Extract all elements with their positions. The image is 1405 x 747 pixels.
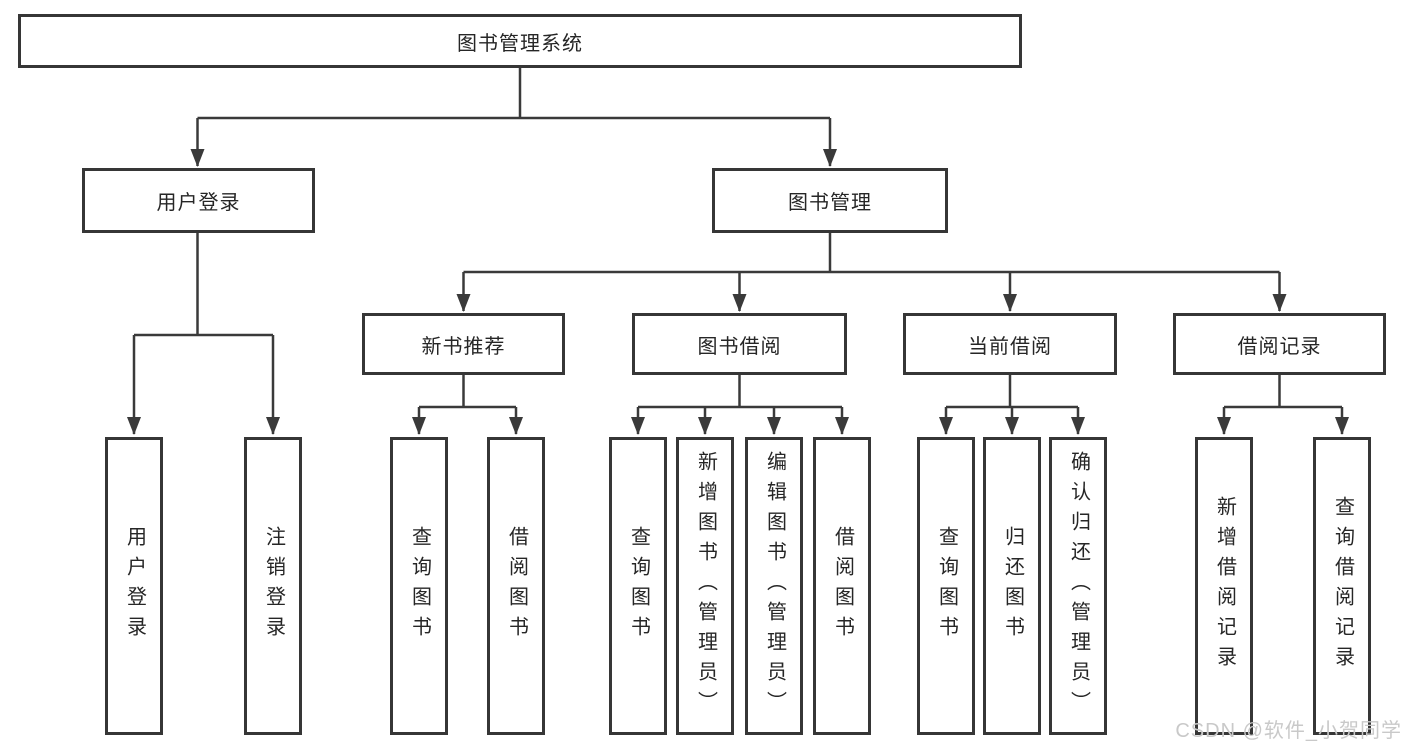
csdn-watermark: CSDN @软件_小贺同学	[1175, 720, 1402, 742]
node-current-borrow: 当前借阅	[903, 313, 1117, 375]
connector-borrow-to-leaves	[631, 375, 849, 435]
leaf-label: 注销登录	[262, 526, 285, 646]
leaf-label: 归还图书	[1001, 526, 1024, 646]
leaf-label: 查询图书	[408, 526, 431, 646]
connector-login-to-leaves	[127, 233, 280, 435]
leaf-borrow-books-recommend: 借阅图书	[487, 437, 545, 735]
leaf-label: 确认归还（管理员）	[1067, 451, 1090, 721]
node-new-book-recommend: 新书推荐	[362, 313, 565, 375]
leaf-label: 新增借阅记录	[1213, 496, 1236, 676]
node-book-management: 图书管理	[712, 168, 948, 233]
leaf-user-login: 用户登录	[105, 437, 163, 735]
connector-management-to-level3	[456, 233, 1287, 312]
leaf-label: 编辑图书（管理员）	[763, 451, 786, 721]
leaf-label: 用户登录	[123, 526, 146, 646]
leaf-label: 借阅图书	[831, 526, 854, 646]
node-root-library-system: 图书管理系统	[18, 14, 1022, 68]
leaf-edit-books-admin: 编辑图书（管理员）	[745, 437, 803, 735]
leaf-logout: 注销登录	[244, 437, 302, 735]
leaf-query-borrow-record: 查询借阅记录	[1313, 437, 1371, 735]
leaf-borrow-books: 借阅图书	[813, 437, 871, 735]
connector-recommend-to-leaves	[412, 375, 523, 435]
leaf-label: 查询图书	[627, 526, 650, 646]
leaf-query-books-current: 查询图书	[917, 437, 975, 735]
leaf-confirm-return-admin: 确认归还（管理员）	[1049, 437, 1107, 735]
leaf-add-borrow-record: 新增借阅记录	[1195, 437, 1253, 735]
leaf-label: 借阅图书	[505, 526, 528, 646]
leaf-query-books-recommend: 查询图书	[390, 437, 448, 735]
connector-records-to-leaves	[1217, 375, 1349, 435]
leaf-query-books-borrow: 查询图书	[609, 437, 667, 735]
connector-root-to-level2	[190, 68, 837, 167]
leaf-add-books-admin: 新增图书（管理员）	[676, 437, 734, 735]
connector-current-to-leaves	[939, 375, 1085, 435]
leaf-label: 新增图书（管理员）	[694, 451, 717, 721]
leaf-label: 查询借阅记录	[1331, 496, 1354, 676]
leaf-return-books: 归还图书	[983, 437, 1041, 735]
node-user-login: 用户登录	[82, 168, 315, 233]
node-borrow-records: 借阅记录	[1173, 313, 1386, 375]
node-book-borrow: 图书借阅	[632, 313, 847, 375]
leaf-label: 查询图书	[935, 526, 958, 646]
